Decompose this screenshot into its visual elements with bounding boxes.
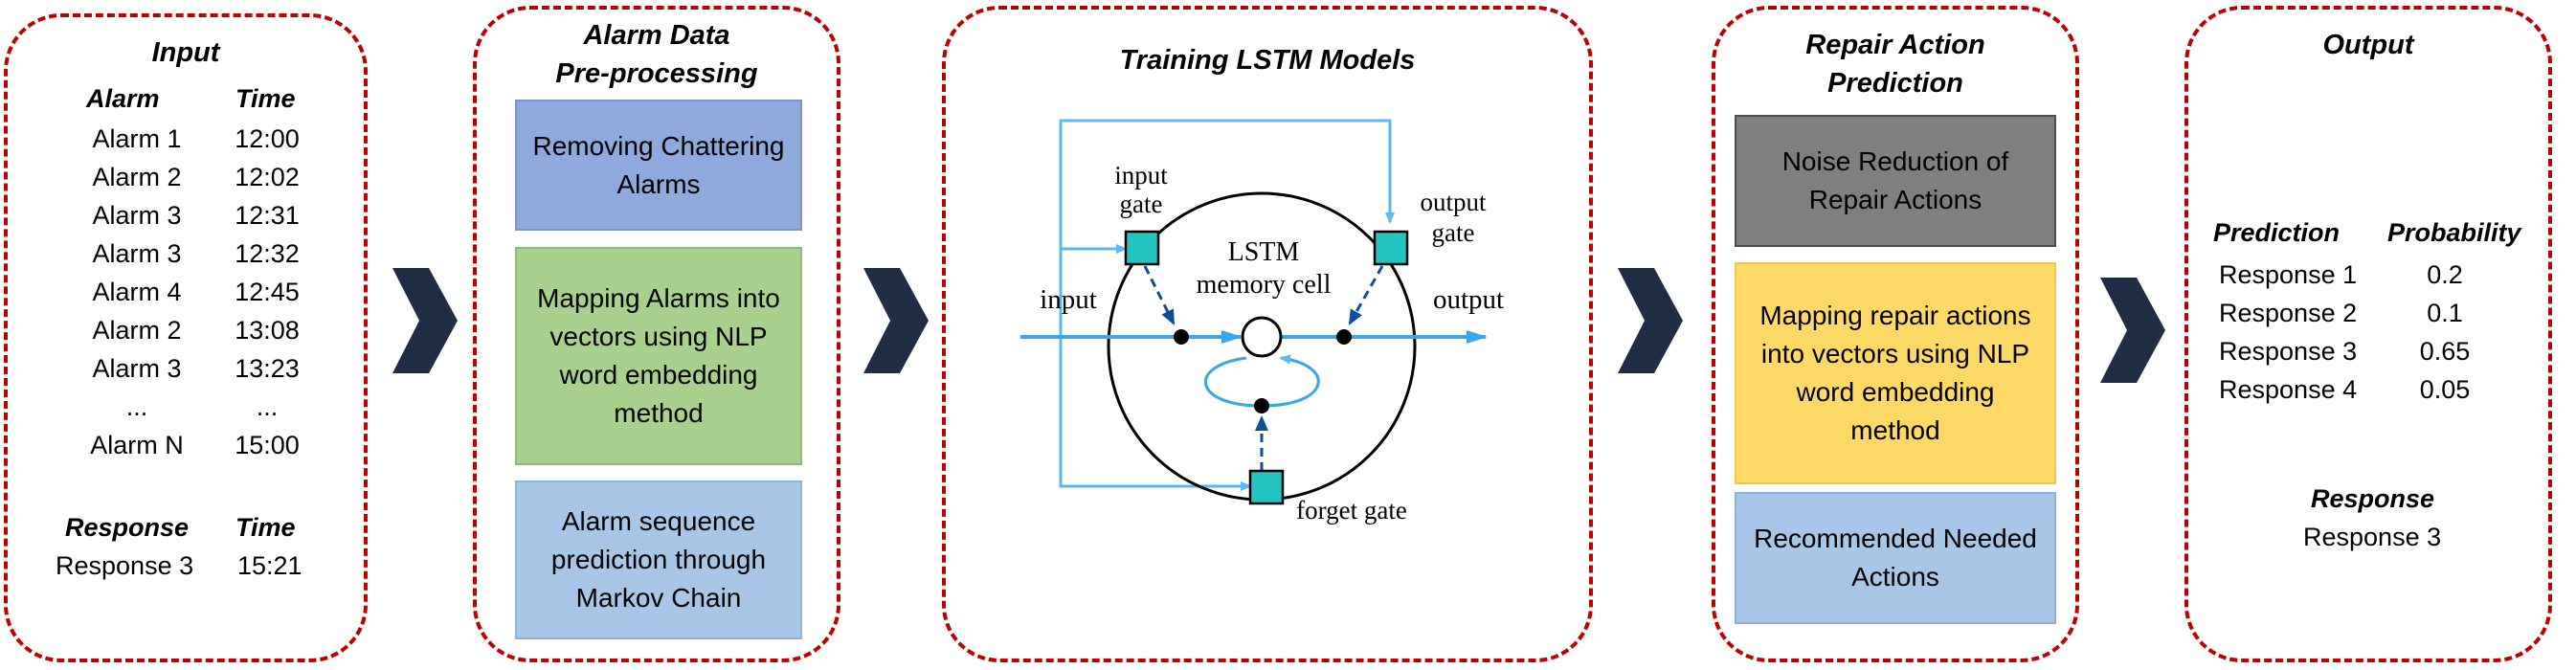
alarm-name: Alarm 3	[92, 201, 182, 230]
response-value: Response 3	[56, 551, 194, 580]
repair-title-line1: Repair Action	[1805, 30, 1985, 60]
repair-panel: Repair Action Prediction Noise Reduction…	[1712, 6, 2079, 662]
alarm-time: 13:23	[235, 354, 300, 383]
prediction-name: Response 2	[2219, 299, 2358, 327]
prediction-name: Response 3	[2219, 337, 2358, 366]
output-title: Output	[2322, 30, 2414, 60]
alarm-time: 12:31	[235, 201, 300, 230]
alarm-time: ...	[256, 392, 279, 421]
alarm-time: 15:00	[235, 431, 300, 459]
time-header: Time	[235, 84, 296, 113]
probability-header: Probability	[2387, 218, 2521, 247]
prediction-header: Prediction	[2213, 218, 2341, 247]
alarm-time: 12:32	[235, 239, 300, 268]
arrow-1	[392, 268, 458, 373]
repair-title-line2: Prediction	[1827, 68, 1963, 99]
preprocessing-title-line1: Alarm Data	[583, 20, 730, 51]
prediction-probability: 0.2	[2427, 260, 2463, 289]
output-response-header: Response	[2311, 484, 2435, 513]
alarm-time: 12:45	[235, 278, 300, 306]
mapping-alarms-box: Mapping Alarms into vectors using NLP wo…	[515, 247, 802, 465]
recommended-actions-box: Recommended Needed Actions	[1735, 492, 2056, 624]
alarm-name: ...	[125, 392, 148, 421]
alarm-name: Alarm N	[90, 431, 184, 459]
noise-reduction-box: Noise Reduction of Repair Actions	[1735, 115, 2056, 247]
response-time-header: Time	[235, 513, 296, 542]
alarm-name: Alarm 2	[92, 163, 182, 191]
arrow-2	[863, 268, 929, 373]
prediction-probability: 0.05	[2419, 375, 2471, 404]
mapping-repair-box: Mapping repair actions into vectors usin…	[1735, 262, 2056, 484]
prediction-name: Response 4	[2219, 375, 2358, 404]
preprocessing-title-line2: Pre-processing	[555, 58, 758, 89]
arrow-4	[2100, 278, 2165, 383]
output-response-value: Response 3	[2303, 523, 2442, 551]
response-time-value: 15:21	[237, 551, 302, 580]
alarm-time: 13:08	[235, 316, 300, 345]
alarm-time: 12:02	[235, 163, 300, 191]
input-title: Input	[151, 37, 220, 68]
training-title: Training LSTM Models	[1119, 45, 1416, 76]
alarm-name: Alarm 2	[92, 316, 182, 345]
arrow-3	[1618, 268, 1683, 373]
markov-chain-box: Alarm sequence prediction through Markov…	[515, 480, 802, 639]
training-panel: Training LSTM Models	[942, 6, 1593, 662]
alarm-time: 12:00	[235, 124, 300, 153]
alarm-name: Alarm 4	[92, 278, 182, 306]
prediction-probability: 0.65	[2419, 337, 2471, 366]
alarm-name: Alarm 3	[92, 354, 182, 383]
removing-chattering-box: Removing Chattering Alarms	[515, 100, 802, 231]
alarm-name: Alarm 1	[92, 124, 182, 153]
preprocessing-panel: Alarm Data Pre-processing Removing Chatt…	[473, 6, 840, 662]
prediction-probability: 0.1	[2427, 299, 2463, 327]
alarm-header: Alarm	[86, 84, 160, 113]
prediction-name: Response 1	[2219, 260, 2358, 289]
output-panel: Output Prediction Probability Response 1…	[2184, 6, 2552, 662]
alarm-name: Alarm 3	[92, 239, 182, 268]
response-header: Response	[65, 513, 190, 542]
